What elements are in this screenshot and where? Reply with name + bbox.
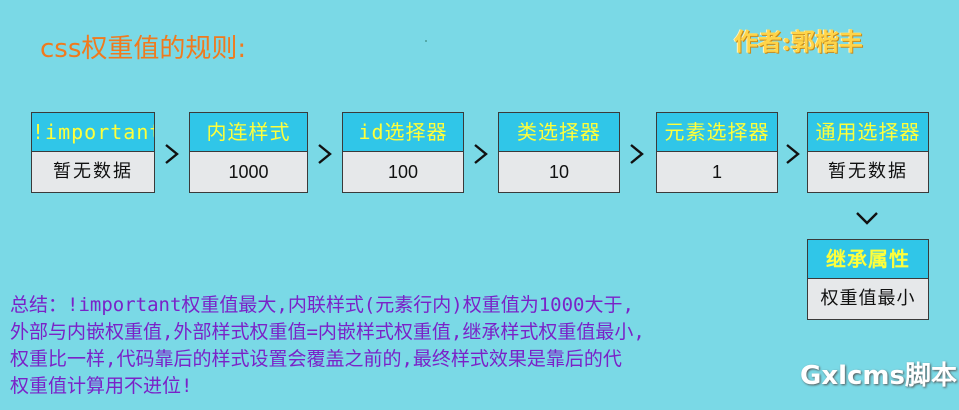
arrow-down-icon bbox=[856, 212, 878, 225]
node-element-selector-value: 1 bbox=[711, 162, 722, 182]
node-element-selector: 元素选择器 1 bbox=[656, 112, 778, 193]
node-class-selector: 类选择器 10 bbox=[498, 112, 620, 193]
node-important-header: !important bbox=[32, 113, 154, 152]
page-title: css权重值的规则: bbox=[40, 34, 247, 64]
site-watermark: Gxlcms脚本 bbox=[800, 361, 958, 391]
summary-text: 总结：!important权重值最大,内联样式(元素行内)权重值为1000大于,… bbox=[10, 292, 645, 400]
summary-line: 外部与内嵌权重值,外部样式权重值=内嵌样式权重值,继承样式权重值最小, bbox=[10, 321, 645, 343]
arrow-right-icon bbox=[474, 144, 488, 164]
node-id-selector-header: id选择器 bbox=[343, 113, 463, 152]
node-inline-style: 内连样式 1000 bbox=[189, 112, 308, 193]
node-inherited-property-value: 权重值最小 bbox=[820, 288, 916, 309]
node-inline-style-value: 1000 bbox=[228, 162, 269, 182]
node-inherited-property-header: 继承属性 bbox=[808, 240, 928, 279]
node-class-selector-header: 类选择器 bbox=[499, 113, 619, 152]
node-class-selector-value: 10 bbox=[548, 162, 570, 182]
node-universal-selector-value: 暂无数据 bbox=[828, 161, 908, 182]
arrow-right-icon bbox=[630, 144, 644, 164]
node-inherited-property: 继承属性 权重值最小 bbox=[807, 239, 929, 320]
arrow-right-icon bbox=[165, 144, 179, 164]
node-element-selector-header: 元素选择器 bbox=[657, 113, 777, 152]
summary-line: 权重值计算用不进位! bbox=[10, 375, 193, 397]
stray-dot bbox=[425, 40, 427, 42]
node-important: !important 暂无数据 bbox=[31, 112, 155, 193]
arrow-right-icon bbox=[786, 144, 800, 164]
node-universal-selector-header: 通用选择器 bbox=[808, 113, 928, 152]
summary-line: 权重比一样,代码靠后的样式设置会覆盖之前的,最终样式效果是靠后的代 bbox=[10, 348, 622, 370]
summary-line: 总结：!important权重值最大,内联样式(元素行内)权重值为1000大于, bbox=[10, 294, 634, 316]
node-important-value: 暂无数据 bbox=[53, 161, 133, 182]
node-inline-style-header: 内连样式 bbox=[190, 113, 307, 152]
node-universal-selector: 通用选择器 暂无数据 bbox=[807, 112, 929, 193]
node-id-selector: id选择器 100 bbox=[342, 112, 464, 193]
node-id-selector-value: 100 bbox=[387, 162, 419, 182]
author-label: 作者:郭楷丰 bbox=[734, 27, 863, 56]
arrow-right-icon bbox=[318, 144, 332, 164]
